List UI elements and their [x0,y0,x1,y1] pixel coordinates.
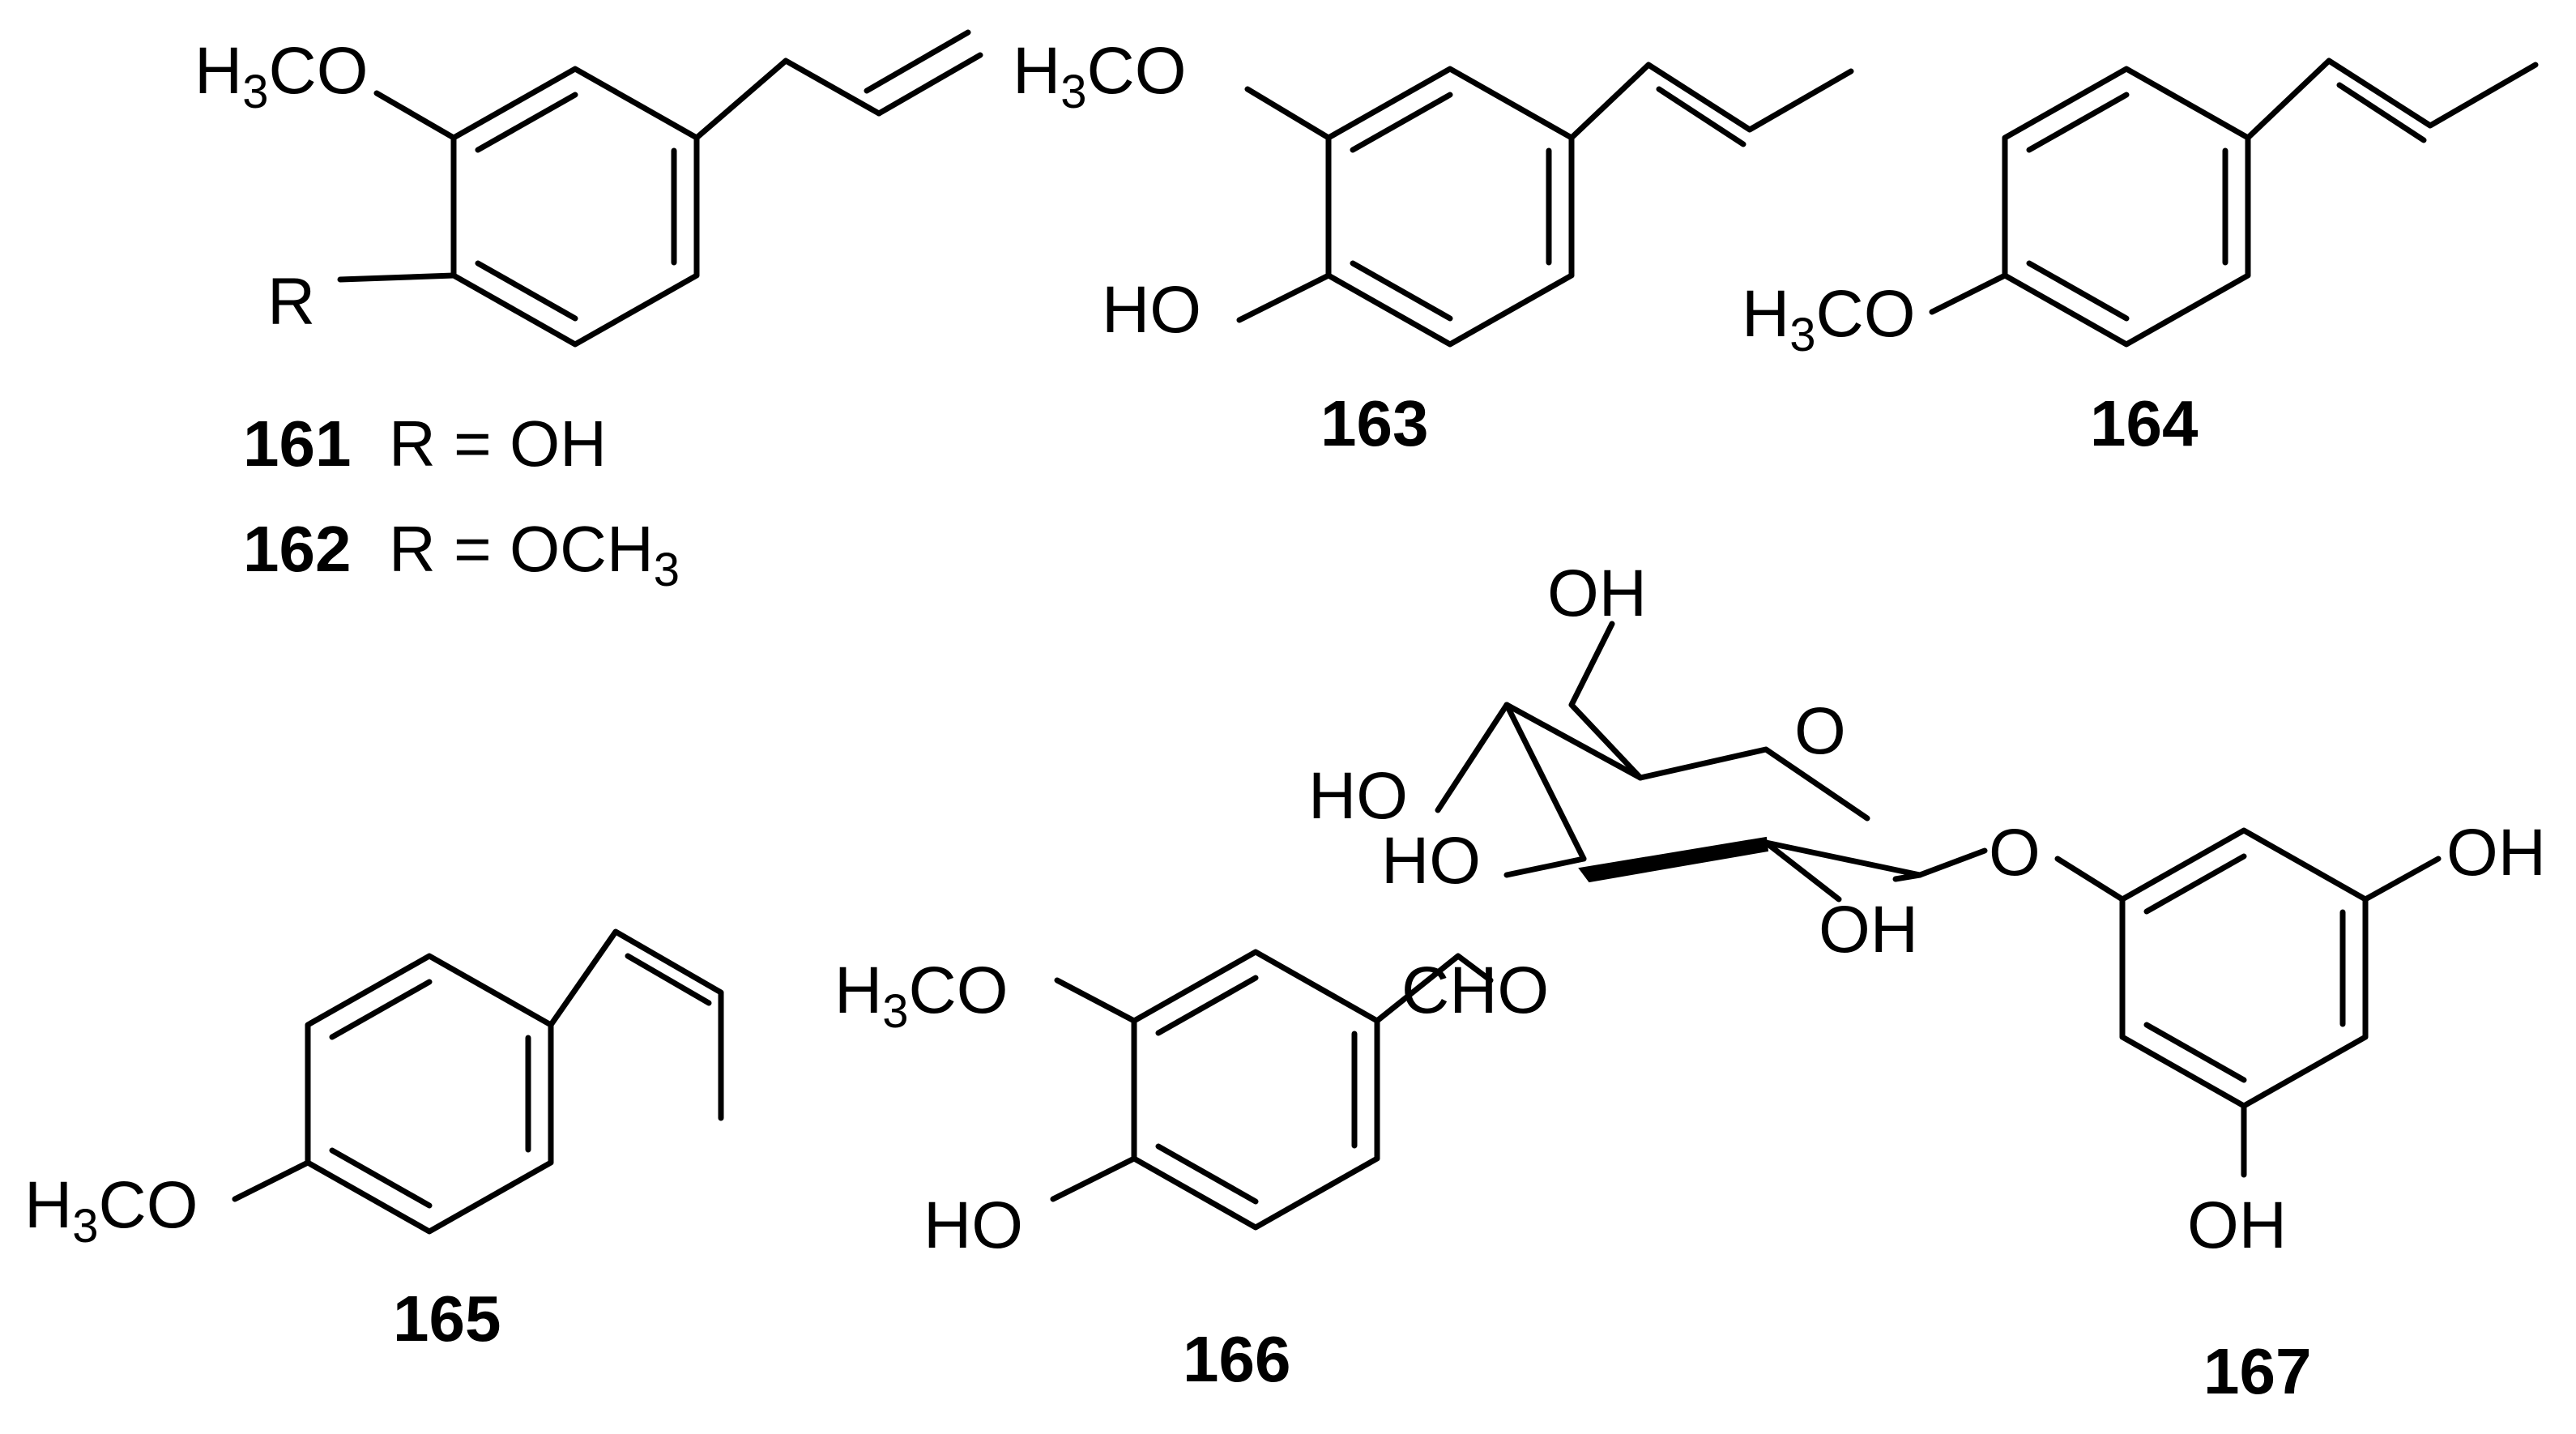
h3co-label: H3CO [1013,34,1186,118]
oh-label: OH [1819,893,1918,967]
structure-165: H3CO [24,928,724,1253]
compound-number-163: 163 [1320,387,1428,459]
ring-oxygen-label: O [1794,694,1846,768]
oh-label: OH [2446,816,2546,890]
compound-number-162: 162 [243,513,351,585]
compound-number-165: 165 [393,1282,501,1355]
ho-label: HO [1381,824,1481,898]
compound-number-164: 164 [2090,387,2199,459]
caption-161: R = OH [389,408,607,480]
ho-label: HO [1102,273,1201,347]
structure-167: OH O HO HO OH O OH OH [1308,557,2546,1262]
ho-label: HO [1308,759,1408,833]
oh-label: OH [1547,557,1647,630]
cho-label: CHO [1401,954,1549,1027]
structure-166: H3CO HO CHO [834,949,1549,1262]
caption-162: R = OCH3 [389,513,680,596]
glycosidic-oxygen-label: O [1989,816,2041,890]
h3co-label: H3CO [194,34,368,118]
compound-number-167: 167 [2203,1335,2311,1407]
r-group-label: R [267,265,315,339]
structure-163: H3CO HO [1013,34,1854,348]
h3co-label: H3CO [834,954,1008,1038]
compound-number-166: 166 [1183,1323,1290,1395]
structure-161-162: H3CO R [194,29,983,348]
oh-label: OH [2187,1189,2287,1262]
compound-number-161: 161 [243,408,351,480]
structure-164: H3CO [1742,58,2539,361]
ho-label: HO [923,1189,1023,1262]
h3co-label: H3CO [1742,277,1915,361]
h3co-label: H3CO [24,1168,198,1253]
